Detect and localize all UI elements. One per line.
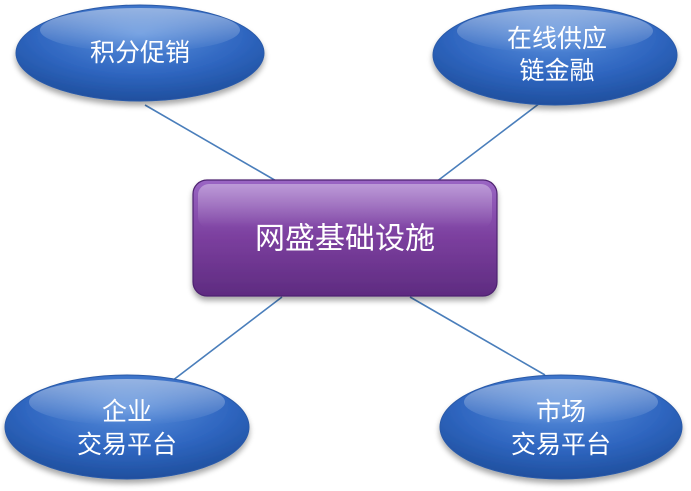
node-top-right-label-line1: 在线供应 xyxy=(507,24,607,53)
node-top-left xyxy=(15,4,265,102)
node-bottom-left xyxy=(4,374,250,480)
node-bottom-right xyxy=(439,374,683,480)
node-bottom-right-label-line2: 交易平台 xyxy=(511,430,611,459)
node-bottom-right-label-line1: 市场 xyxy=(536,397,586,426)
center-node-label: 网盛基础设施 xyxy=(255,222,435,257)
connector-top-left xyxy=(144,104,279,183)
connector-bottom-left xyxy=(167,296,283,385)
connector-bottom-right xyxy=(409,296,546,376)
connector-top-right xyxy=(435,102,541,183)
node-bottom-left-label-line1: 企业 xyxy=(102,397,152,426)
node-top-right-label-line2: 链金融 xyxy=(519,56,594,85)
center-node xyxy=(192,179,498,297)
node-top-left-label: 积分促销 xyxy=(90,38,190,67)
node-bottom-left-label-line2: 交易平台 xyxy=(77,430,177,459)
node-top-right xyxy=(432,4,678,106)
